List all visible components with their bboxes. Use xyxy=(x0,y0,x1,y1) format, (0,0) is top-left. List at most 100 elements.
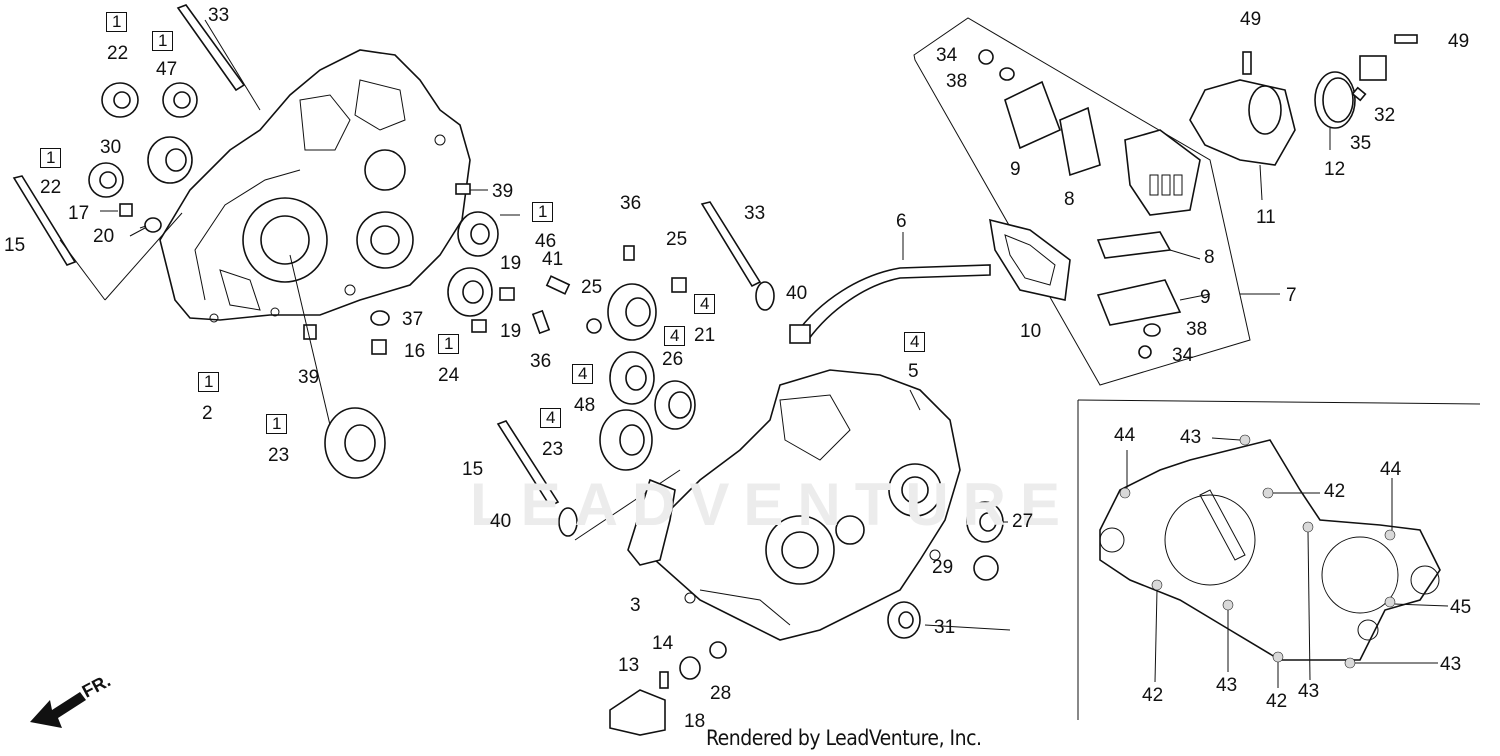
bearing-22-top xyxy=(101,82,139,118)
callout-c64: 49 xyxy=(1240,9,1262,30)
callout-c5: 47 xyxy=(156,59,178,80)
callout-c63: 34 xyxy=(1172,345,1194,366)
callout-c53: 18 xyxy=(684,711,706,732)
callout-c59: 8 xyxy=(1204,247,1215,268)
callout-c17: 37 xyxy=(402,309,424,330)
bearing-22-bottom xyxy=(88,162,124,198)
bolt-49-top xyxy=(1242,51,1252,75)
callout-c65: 49 xyxy=(1448,31,1470,52)
reed-petal-9-top xyxy=(1004,80,1062,150)
footer-credit: Rendered by LeadVenture, Inc. xyxy=(706,726,982,750)
callout-c51: 13 xyxy=(618,655,640,676)
callout-c26: 23 xyxy=(268,445,290,466)
callout-c74: 45 xyxy=(1450,597,1472,618)
gasket-10 xyxy=(989,218,1071,301)
callout-c3: 22 xyxy=(107,43,129,64)
callout-c61: 7 xyxy=(1286,285,1297,306)
washer-38-bottom xyxy=(1143,323,1161,337)
callout-c6: 30 xyxy=(100,137,122,158)
callout-c43: 6 xyxy=(896,211,907,232)
oil-seal-27 xyxy=(966,501,1004,543)
callout-c60: 9 xyxy=(1200,287,1211,308)
callout-c75: 42 xyxy=(1142,685,1164,706)
callout-c79: 43 xyxy=(1440,654,1462,675)
bolt-49-right xyxy=(1394,34,1418,44)
oil-seal-31 xyxy=(887,601,921,639)
intake-manifold-11 xyxy=(1189,79,1296,166)
reed-petal-9-bottom xyxy=(1096,279,1182,326)
callout-c48: 3 xyxy=(630,595,641,616)
watermark: LEADVENTURE xyxy=(470,471,1075,538)
reed-cage xyxy=(1124,129,1201,216)
reed-valve-group-outline xyxy=(913,17,1251,386)
leader-line-11 xyxy=(1259,164,1263,201)
callout-c28: 25 xyxy=(666,229,688,250)
screw-34-top xyxy=(978,49,994,65)
clip-19-top xyxy=(499,287,515,301)
callout-c78: 43 xyxy=(1298,681,1320,702)
bolt-41 xyxy=(545,275,571,295)
left-crankcase-half xyxy=(159,49,471,323)
gasket-3 xyxy=(627,478,676,566)
leader-line-9 xyxy=(1179,293,1211,301)
bearing-47 xyxy=(162,82,198,118)
stud-bolt-15-middle xyxy=(496,420,560,508)
callout-c73: 44 xyxy=(1380,459,1402,480)
washer-25-bottom xyxy=(586,318,602,334)
callout-c45: 5 xyxy=(908,361,919,382)
callout-c15: 41 xyxy=(542,249,564,270)
callout-c22: 39 xyxy=(298,367,320,388)
leader-line-8 xyxy=(1169,249,1201,260)
stud-bolt-15-left xyxy=(12,175,183,301)
callout-c29: 33 xyxy=(744,203,766,224)
callout-c68: 12 xyxy=(1324,159,1346,180)
callout-c41: 15 xyxy=(462,459,484,480)
callout-c23: 1 xyxy=(198,372,220,392)
callout-c33: 4 xyxy=(664,326,686,346)
bearing-21 xyxy=(607,283,657,341)
callout-c27: 36 xyxy=(620,193,642,214)
callout-c7: 1 xyxy=(40,148,62,168)
dowel-40-top xyxy=(755,281,775,311)
callout-c49: 31 xyxy=(934,617,956,638)
band-clamp-12 xyxy=(1314,71,1356,129)
callout-c20: 24 xyxy=(438,365,460,386)
stud-bolt-33-left xyxy=(176,4,261,111)
callout-c13: 1 xyxy=(532,202,554,222)
callout-c52: 28 xyxy=(710,683,732,704)
nut-28 xyxy=(709,641,727,659)
nut-29 xyxy=(973,555,999,581)
pin-39-top xyxy=(455,183,488,195)
callout-c40: 23 xyxy=(542,439,564,460)
callout-c72: 42 xyxy=(1324,481,1346,502)
callout-c9: 17 xyxy=(68,203,90,224)
callout-c42: 40 xyxy=(490,511,512,532)
screw-34-bottom xyxy=(1138,345,1152,359)
callout-c14: 46 xyxy=(535,231,557,252)
stud-bolt-33-middle xyxy=(700,201,762,288)
callout-c70: 44 xyxy=(1114,425,1136,446)
callout-c8: 22 xyxy=(40,177,62,198)
callout-c24: 2 xyxy=(202,403,213,424)
callout-c44: 4 xyxy=(904,332,926,352)
bearing-24 xyxy=(447,267,493,317)
breather-tube-6 xyxy=(793,232,991,341)
screw-35 xyxy=(1351,86,1367,102)
leader-line xyxy=(139,225,147,229)
callout-c62: 38 xyxy=(1186,319,1208,340)
bracket-13 xyxy=(609,689,666,736)
bolt-17 xyxy=(100,203,133,217)
callout-c30: 25 xyxy=(581,277,603,298)
washer-20 xyxy=(129,217,162,237)
bearing-46 xyxy=(457,211,520,257)
callout-c1: 1 xyxy=(106,12,128,32)
oil-seal-30 xyxy=(147,136,193,184)
callout-c4: 1 xyxy=(152,31,174,51)
dowel-37 xyxy=(370,310,390,326)
washer-18 xyxy=(679,656,701,680)
clip-19-bottom xyxy=(471,319,487,333)
nut-25-top xyxy=(671,277,687,293)
callout-c57: 8 xyxy=(1064,189,1075,210)
